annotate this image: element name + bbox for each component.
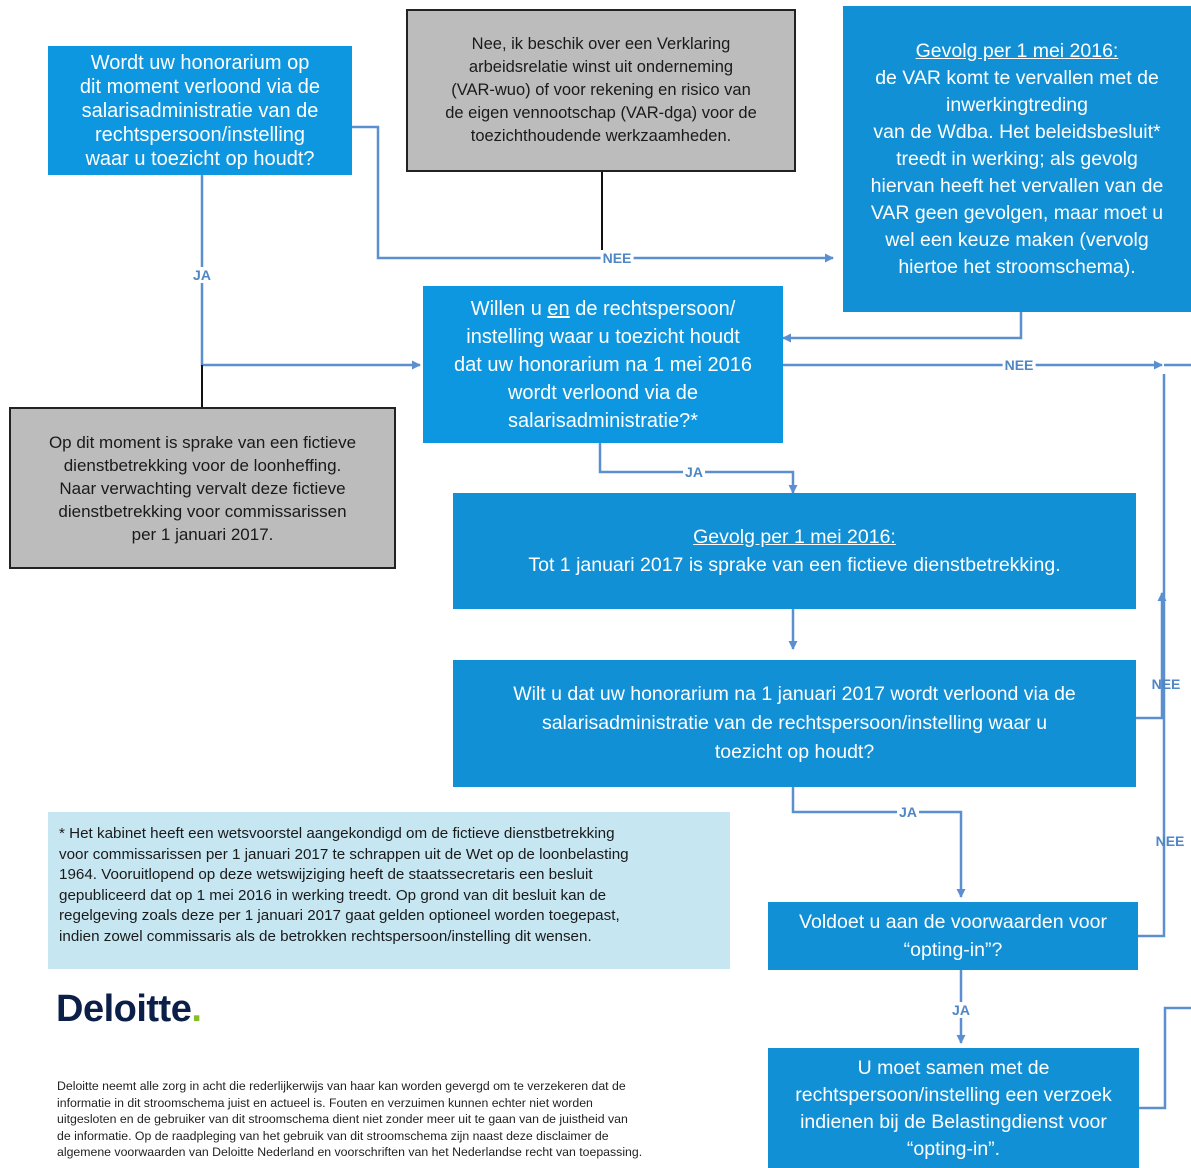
gevolg-var-line: hiertoe het stroomschema). bbox=[898, 255, 1136, 278]
edge-label-nee: NEE bbox=[600, 250, 634, 266]
connector-q1-ja bbox=[200, 175, 421, 370]
action-line: “opting-in”. bbox=[906, 1138, 1001, 1160]
q1-line: waar u toezicht op houdt? bbox=[85, 147, 315, 170]
fictief-note-line: per 1 januari 2017. bbox=[131, 524, 274, 544]
var-note-line: (VAR-wuo) of voor rekening en risico van bbox=[451, 81, 751, 99]
footnote-line: regelgeving zoals deze per 1 januari 201… bbox=[59, 907, 620, 925]
disclaimer-line: algemene voorwaarden van Deloitte Nederl… bbox=[57, 1145, 643, 1159]
footnote-line: gepubliceerd dat op 1 mei 2016 in werkin… bbox=[59, 886, 607, 904]
fictief-note-line: dienstbetrekking voor de loonheffing. bbox=[63, 455, 342, 475]
disclaimer-line: uitgesloten en de gebruiker van dit stro… bbox=[57, 1112, 628, 1126]
logo-dot: . bbox=[191, 988, 202, 1030]
gevolg-var-line: inwerkingtreding bbox=[946, 93, 1088, 116]
gevolg-var-line: van de Wdba. Het beleidsbesluit* bbox=[873, 120, 1161, 143]
var-note-line: de eigen vennootschap (VAR-dga) voor de bbox=[445, 104, 757, 122]
q1-line: rechtspersoon/instelling bbox=[94, 123, 306, 146]
q3-line: salarisadministratie van de rechtspersoo… bbox=[541, 712, 1048, 734]
q2-line: wordt verloond via de bbox=[507, 381, 699, 404]
q4-opting-in-conditions: Voldoet u aan de voorwaarden voor “optin… bbox=[768, 902, 1138, 970]
fictief-note-line: Naar verwachting vervalt deze fictieve bbox=[59, 478, 346, 498]
gevolg-var-line: treedt in werking; als gevolg bbox=[896, 147, 1138, 170]
gevolg-var-line: hiervan heeft het vervallen van de bbox=[870, 174, 1164, 197]
q2-line: dat uw honorarium na 1 mei 2016 bbox=[454, 353, 752, 376]
opting-in-request-box: U moet samen met de rechtspersoon/instel… bbox=[768, 1048, 1139, 1168]
footnote-line: indien zowel commissaris als de betrokke… bbox=[59, 927, 592, 945]
fictief-note-line: Op dit moment is sprake van een fictieve bbox=[48, 432, 357, 452]
gevolg-var-box: Gevolg per 1 mei 2016: de VAR komt te ve… bbox=[843, 6, 1191, 312]
var-note-line: arbeidsrelatie winst uit onderneming bbox=[468, 58, 734, 76]
edge-label-nee: NEE bbox=[1155, 833, 1185, 849]
q1-current-payroll: Wordt uw honorarium op dit moment verloo… bbox=[48, 46, 352, 175]
footnote-box: * Het kabinet heeft een wetsvoorstel aan… bbox=[48, 812, 730, 969]
gevolg-fictief-box: Gevolg per 1 mei 2016: Tot 1 januari 201… bbox=[453, 493, 1136, 609]
q1-line: dit moment verloond via de bbox=[79, 75, 321, 98]
q4-line: Voldoet u aan de voorwaarden voor bbox=[799, 911, 1107, 933]
gevolg-var-line: wel een keuze maken (vervolg bbox=[885, 228, 1149, 251]
q2-line: instelling waar u toezicht houdt bbox=[466, 325, 740, 348]
q2-line-first: Willen u en de rechtspersoon/ bbox=[471, 295, 736, 323]
var-note-line: Nee, ik beschik over een Verklaring bbox=[471, 35, 731, 53]
gevolg-var-heading: Gevolg per 1 mei 2016: bbox=[915, 39, 1119, 62]
q3-payroll-after-jan-2017: Wilt u dat uw honorarium na 1 januari 20… bbox=[453, 660, 1136, 787]
edge-label-ja: JA bbox=[897, 804, 919, 820]
connector-q4-nee bbox=[1138, 374, 1166, 938]
q2-line: salarisadministratie?* bbox=[507, 409, 699, 432]
footnote-line: 1964. Vooruitlopend op deze wetswijzigin… bbox=[59, 866, 593, 884]
footnote-line: voor commissarissen per 1 januari 2017 t… bbox=[59, 845, 629, 863]
q1-line: salarisadministratie van de bbox=[81, 99, 319, 122]
var-note-line: toezichthoudende werkzaamheden. bbox=[470, 127, 732, 145]
q2-post: de rechtspersoon/ bbox=[569, 297, 736, 320]
gevolg-var-line: VAR geen gevolgen, maar moet u bbox=[870, 201, 1164, 224]
q2-pre: Willen u bbox=[470, 297, 548, 320]
fictitious-employment-note: Op dit moment is sprake van een fictieve… bbox=[9, 407, 396, 569]
edge-label-nee: NEE bbox=[1002, 357, 1036, 373]
footnote-line: * Het kabinet heeft een wetsvoorstel aan… bbox=[59, 825, 615, 842]
q2-payroll-after-may-2016: Willen u en de rechtspersoon/ instelling… bbox=[423, 286, 783, 443]
disclaimer-line: informatie in dit stroomschema juist en … bbox=[57, 1095, 593, 1110]
connector-action-right bbox=[1139, 1006, 1191, 1110]
action-line: U moet samen met de bbox=[857, 1057, 1050, 1079]
fictief-note-line: dienstbetrekking voor commissarissen bbox=[58, 501, 347, 521]
gevolg-var-line: de VAR komt te vervallen met de bbox=[875, 66, 1159, 89]
disclaimer-text: Deloitte neemt alle zorg in acht die red… bbox=[57, 1078, 757, 1161]
q2-underlined: en bbox=[547, 297, 570, 320]
connector-gevolg-var-to-q2 bbox=[782, 312, 1023, 343]
disclaimer-line: Deloitte neemt alle zorg in acht die red… bbox=[57, 1079, 626, 1093]
q1-line: Wordt uw honorarium op bbox=[90, 51, 310, 74]
q3-line: toezicht op houdt? bbox=[714, 741, 875, 763]
edge-label-nee: NEE bbox=[1151, 676, 1181, 692]
q4-line: “opting-in”? bbox=[903, 939, 1003, 961]
action-line: rechtspersoon/instelling een verzoek bbox=[795, 1084, 1112, 1106]
deloitte-logo: Deloitte. bbox=[56, 988, 202, 1031]
var-declaration-note: Nee, ik beschik over een Verklaring arbe… bbox=[406, 9, 796, 172]
edge-label-ja: JA bbox=[191, 267, 213, 283]
q3-line: Wilt u dat uw honorarium na 1 januari 20… bbox=[513, 683, 1076, 705]
gevolg-fictief-heading: Gevolg per 1 mei 2016: bbox=[693, 526, 896, 548]
edge-label-ja: JA bbox=[683, 464, 705, 480]
edge-label-ja: JA bbox=[950, 1002, 972, 1018]
disclaimer-line: de informatie. Op de raadpleging van het… bbox=[57, 1128, 609, 1143]
connector-q3-ja bbox=[791, 787, 966, 898]
action-line: indienen bij de Belastingdienst voor bbox=[800, 1111, 1107, 1133]
connector-q3-nee bbox=[1136, 592, 1167, 720]
logo-wordmark: Deloitte bbox=[56, 988, 192, 1030]
gevolg-fictief-text: Tot 1 januari 2017 is sprake van een fic… bbox=[528, 554, 1061, 576]
